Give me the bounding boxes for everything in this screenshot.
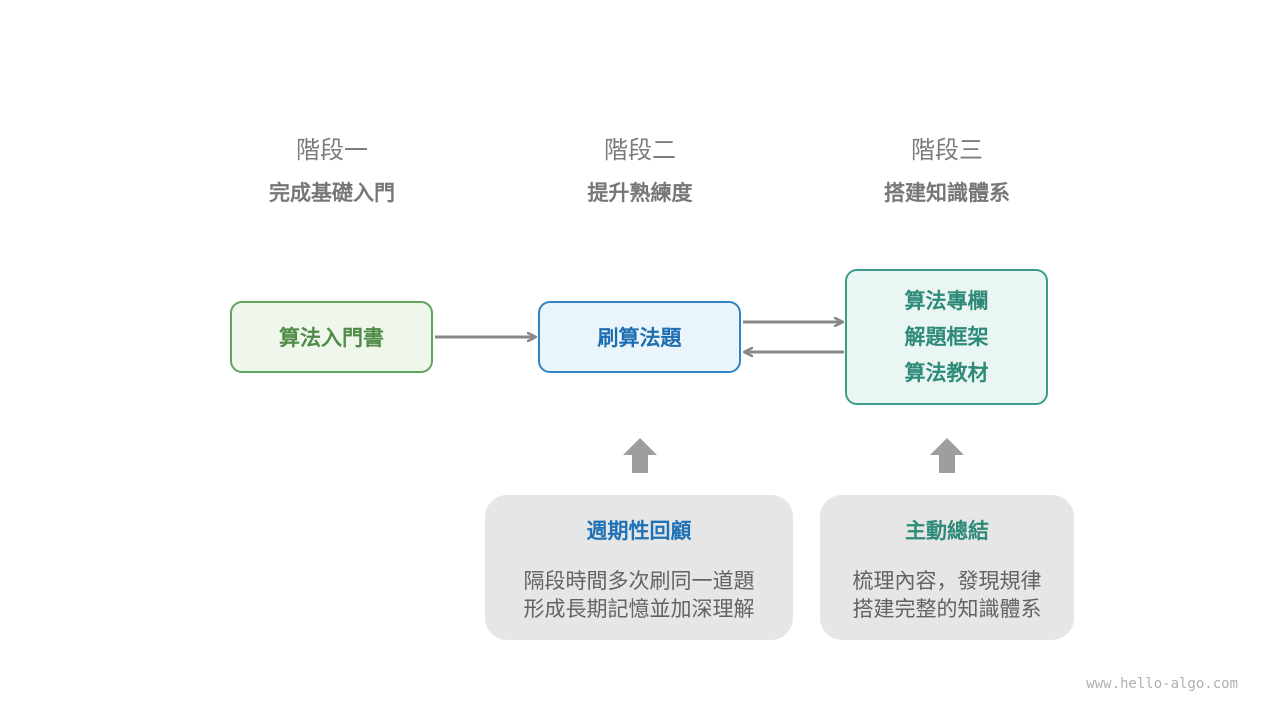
stage3-box-line-1: 算法專欄	[904, 289, 989, 313]
stage-3-title: 階段三	[911, 136, 983, 164]
stage3-box-line-2: 解題框架	[904, 325, 989, 349]
up-arrow-summary-icon	[930, 438, 964, 473]
review-card-title: 週期性回顧	[586, 519, 692, 543]
review-card: 週期性回顧 隔段時間多次刷同一道題 形成長期記憶並加深理解	[485, 495, 793, 640]
summary-card-line-1: 梳理內容，發現規律	[852, 569, 1042, 593]
stage-2-subtitle: 提升熟練度	[587, 181, 693, 205]
review-card-line-1: 隔段時間多次刷同一道題	[523, 569, 755, 593]
stage-1-title: 階段一	[296, 136, 368, 164]
stage3-box: 算法專欄 解題框架 算法教材	[845, 269, 1048, 405]
stage1-box-label: 算法入門書	[279, 326, 384, 350]
watermark: www.hello-algo.com	[1086, 676, 1238, 692]
stage2-box-label: 刷算法題	[597, 326, 682, 350]
stage3-box-line-3: 算法教材	[904, 361, 989, 385]
stage2-box: 刷算法題	[538, 301, 741, 373]
stage-2-title: 階段二	[604, 136, 676, 164]
summary-card-title: 主動總結	[905, 519, 989, 543]
summary-card: 主動總結 梳理內容，發現規律 搭建完整的知識體系	[820, 495, 1074, 640]
stage-1-subtitle: 完成基礎入門	[269, 181, 395, 205]
stage1-box: 算法入門書	[230, 301, 433, 373]
up-arrow-review-icon	[623, 438, 657, 473]
stage-3-subtitle: 搭建知識體系	[884, 181, 1010, 205]
summary-card-line-2: 搭建完整的知識體系	[852, 597, 1042, 621]
review-card-line-2: 形成長期記憶並加深理解	[523, 597, 755, 621]
